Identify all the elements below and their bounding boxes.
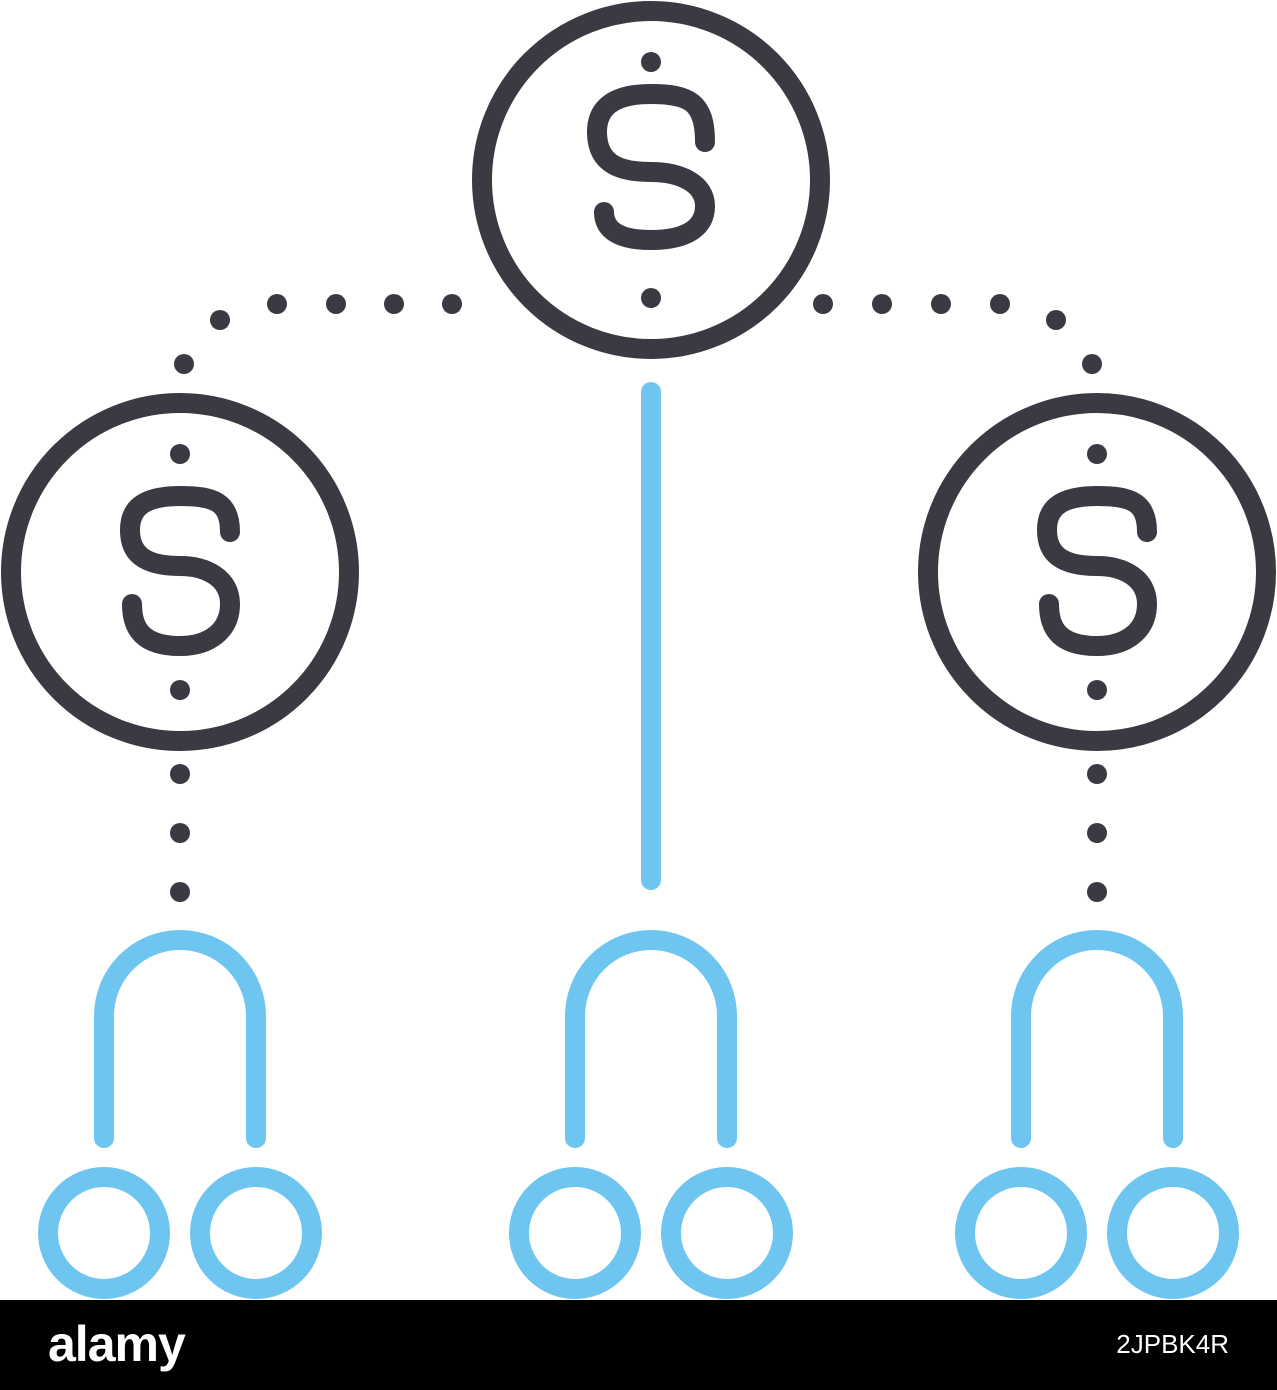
right-branch-icon bbox=[955, 930, 1239, 1299]
image-id-label: 2JPBK4R bbox=[1116, 1329, 1229, 1359]
recipient-node-icon bbox=[955, 1167, 1087, 1299]
recipient-network bbox=[38, 382, 1239, 1299]
right-coin-icon bbox=[918, 393, 1276, 751]
left-coin-icon bbox=[1, 393, 359, 751]
dollar-sign-icon bbox=[587, 84, 715, 250]
money-distribution-icon bbox=[1, 1, 1276, 1299]
recipient-node-icon bbox=[509, 1167, 641, 1299]
recipient-node-icon bbox=[38, 1167, 170, 1299]
recipient-node-icon bbox=[661, 1167, 793, 1299]
recipient-node-icon bbox=[1107, 1167, 1239, 1299]
dotted-connector-right bbox=[813, 294, 1102, 374]
top-coin-icon bbox=[472, 1, 830, 359]
left-branch-icon bbox=[38, 930, 322, 1299]
dollar-sign-icon bbox=[120, 486, 240, 656]
dollar-sign-icon bbox=[1037, 486, 1157, 656]
coin-network bbox=[1, 1, 1276, 902]
alamy-logo: alamy bbox=[48, 1316, 186, 1372]
center-branch-icon bbox=[509, 930, 793, 1299]
recipient-node-icon bbox=[190, 1167, 322, 1299]
footer-bar: alamy 2JPBK4R bbox=[0, 1300, 1277, 1390]
dotted-connector-left bbox=[174, 294, 462, 374]
